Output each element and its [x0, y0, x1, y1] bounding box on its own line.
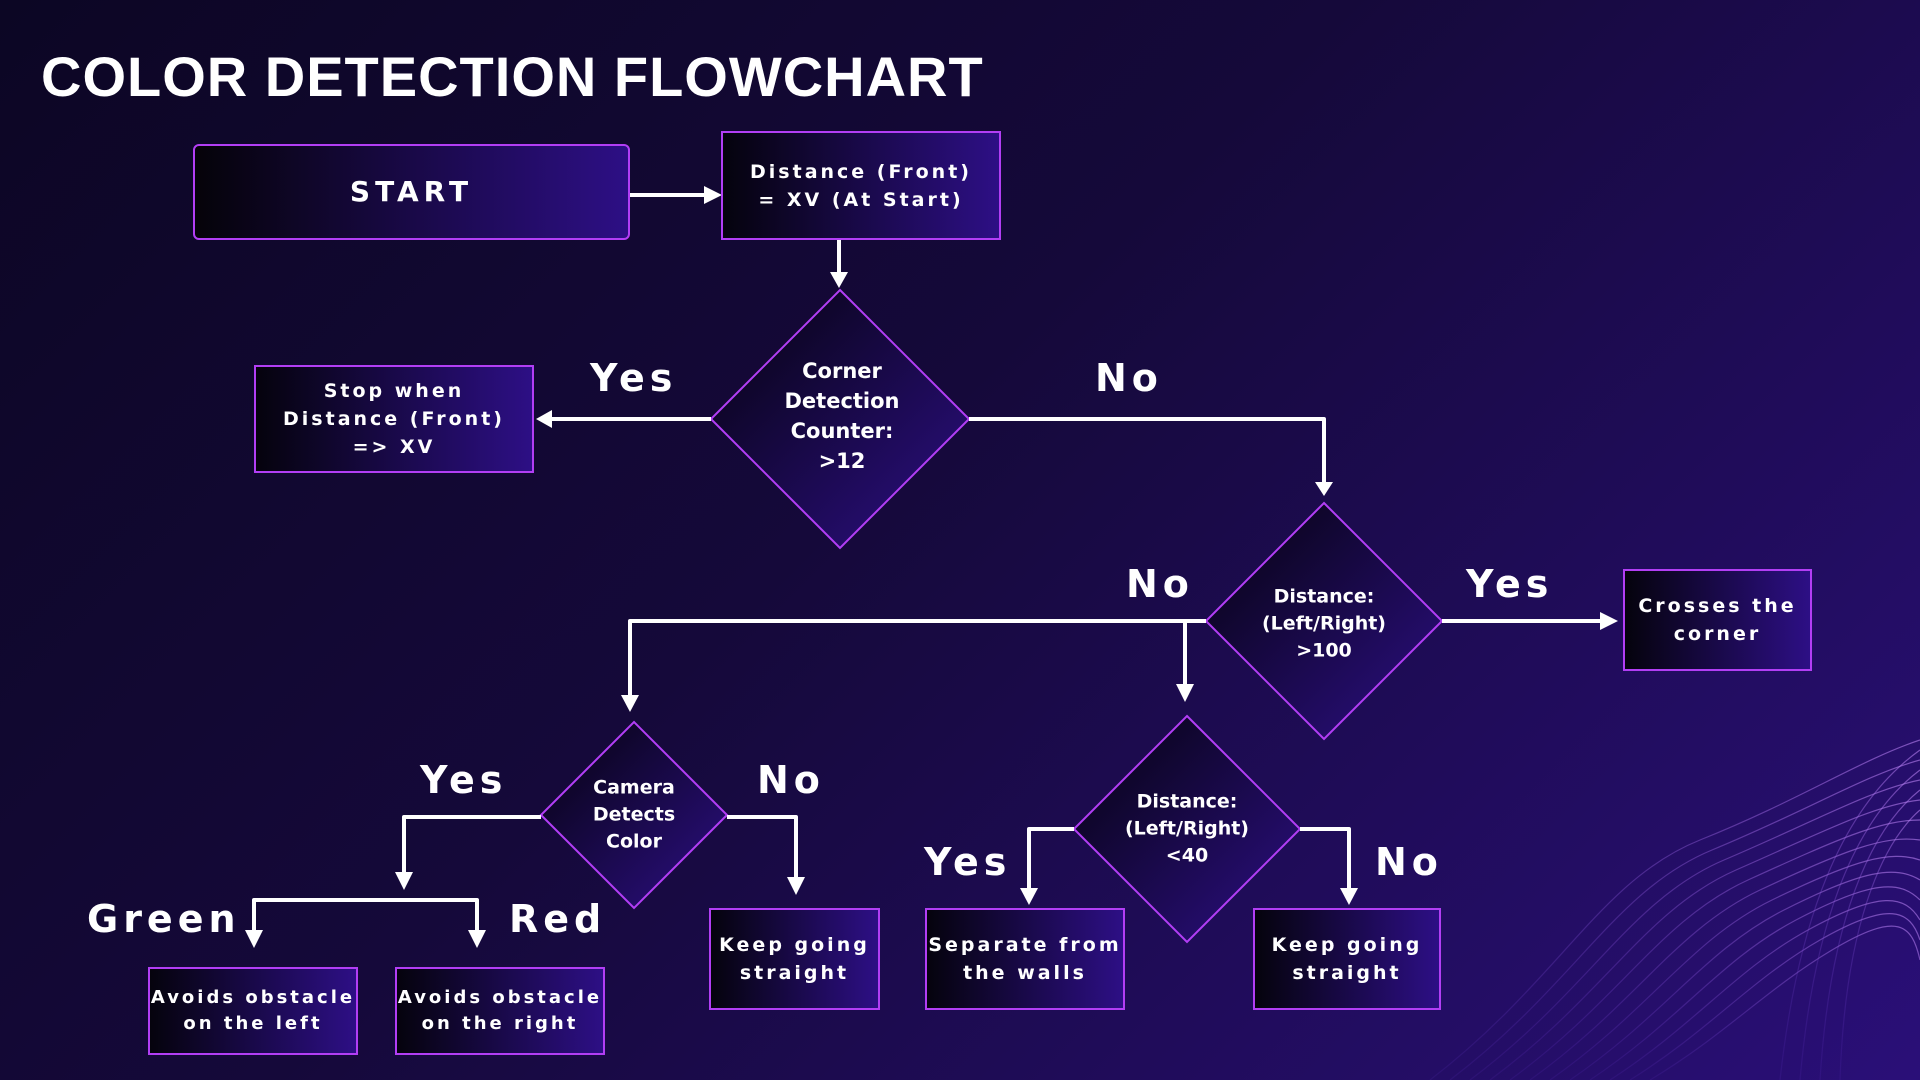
decision-diamond-distance-100: [1204, 501, 1444, 741]
keep-straight-label-1: Keep going straight: [719, 934, 870, 984]
decorative-wave-lines: [1429, 739, 1920, 1080]
corner-counter-text: Corner Detection Counter: >12: [784, 359, 900, 473]
label-no-distance-40: No: [1375, 840, 1443, 884]
label-yes-distance-100: Yes: [1466, 562, 1554, 606]
separate-walls-node: Separate from the walls: [925, 908, 1125, 1010]
stop-when-node: Stop when Distance (Front) => XV: [254, 365, 534, 473]
avoid-left-node: Avoids obstacle on the left: [148, 967, 358, 1055]
label-no-camera: No: [757, 758, 825, 802]
separate-walls-label: Separate from the walls: [928, 934, 1122, 984]
keep-straight-node-2: Keep going straight: [1253, 908, 1441, 1010]
label-no-distance-100: No: [1126, 562, 1194, 606]
start-node: START: [193, 144, 630, 240]
distance-100-text: Distance: (Left/Right) >100: [1261, 585, 1387, 662]
keep-straight-label-2: Keep going straight: [1271, 934, 1423, 984]
decision-diamond-corner: [709, 288, 971, 550]
label-yes-camera: Yes: [420, 758, 508, 802]
label-red: Red: [509, 897, 607, 941]
distance-front-node: Distance (Front) = XV (At Start): [721, 131, 1001, 240]
label-yes-distance-40: Yes: [924, 840, 1012, 884]
crosses-corner-label: Crosses the corner: [1638, 595, 1797, 645]
avoid-right-label: Avoids obstacle on the right: [397, 987, 603, 1034]
avoid-right-node: Avoids obstacle on the right: [395, 967, 605, 1055]
avoid-left-label: Avoids obstacle on the left: [150, 987, 356, 1034]
label-yes-corner: Yes: [590, 356, 678, 400]
start-label: START: [349, 175, 474, 208]
distance-40-text: Distance: (Left/Right) <40: [1124, 790, 1250, 867]
page-title: COLOR DETECTION FLOWCHART: [41, 45, 984, 108]
label-green: Green: [87, 897, 241, 941]
decision-diamond-camera: [539, 720, 729, 910]
decision-diamond-distance-40: [1072, 714, 1302, 944]
distance-front-label: Distance (Front) = XV (At Start): [750, 160, 972, 211]
keep-straight-node-1: Keep going straight: [709, 908, 880, 1010]
camera-detects-text: Camera Detects Color: [592, 776, 676, 853]
crosses-corner-node: Crosses the corner: [1623, 569, 1812, 671]
stop-when-label: Stop when Distance (Front) => XV: [283, 380, 505, 458]
label-no-corner: No: [1095, 356, 1163, 400]
